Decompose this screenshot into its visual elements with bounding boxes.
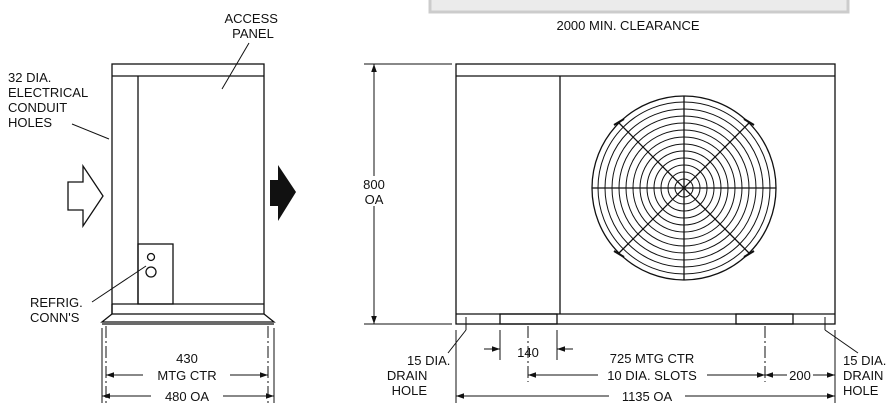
conduit-holes-label: 32 DIA. ELECTRICAL CONDUIT HOLES — [8, 70, 91, 130]
drain-hole-right-label: 15 DIA. DRAIN HOLE — [843, 353, 890, 398]
side-mtg-ctr-label: MTG CTR — [157, 368, 216, 383]
refrig-connection-plate — [137, 243, 174, 305]
clearance-label: 2000 MIN. CLEARANCE — [556, 18, 699, 33]
airflow-out-arrow — [270, 165, 296, 221]
fan-guard — [591, 95, 777, 281]
height-label: OA — [365, 192, 384, 207]
clearance-banner: 2000 MIN. CLEARANCE — [428, 0, 850, 33]
airflow-in-arrow — [67, 163, 104, 229]
side-view: ACCESS PANEL 32 DIA. ELECTRICAL CONDUIT … — [8, 11, 296, 403]
access-panel-label: ACCESS PANEL — [224, 11, 281, 41]
side-cabinet-outline — [111, 63, 265, 315]
refrig-port-small — [146, 252, 156, 262]
side-overall-width: 480 OA — [165, 389, 209, 403]
side-mtg-ctr-value: 430 — [176, 351, 198, 366]
front-overall-width: 1135 OA — [622, 389, 673, 403]
slot-offset-140: 140 — [517, 345, 539, 360]
mounting-foot-right — [735, 313, 794, 325]
front-cabinet-outline — [455, 63, 836, 325]
mounting-foot-left — [499, 313, 558, 325]
drain-hole-left-label: 15 DIA. DRAIN HOLE — [387, 353, 454, 398]
height-value: 800 — [363, 177, 385, 192]
front-mtg-ctr: 725 MTG CTR — [610, 351, 695, 366]
front-view: 800 OA 140 725 MTG CTR 10 DIA. SLOTS 200… — [363, 63, 890, 403]
refrig-port-large — [145, 266, 157, 278]
side-base — [100, 313, 276, 323]
refrig-conns-label: REFRIG. CONN'S — [30, 295, 86, 325]
right-offset-200: 200 — [789, 368, 811, 383]
front-slots: 10 DIA. SLOTS — [607, 368, 697, 383]
